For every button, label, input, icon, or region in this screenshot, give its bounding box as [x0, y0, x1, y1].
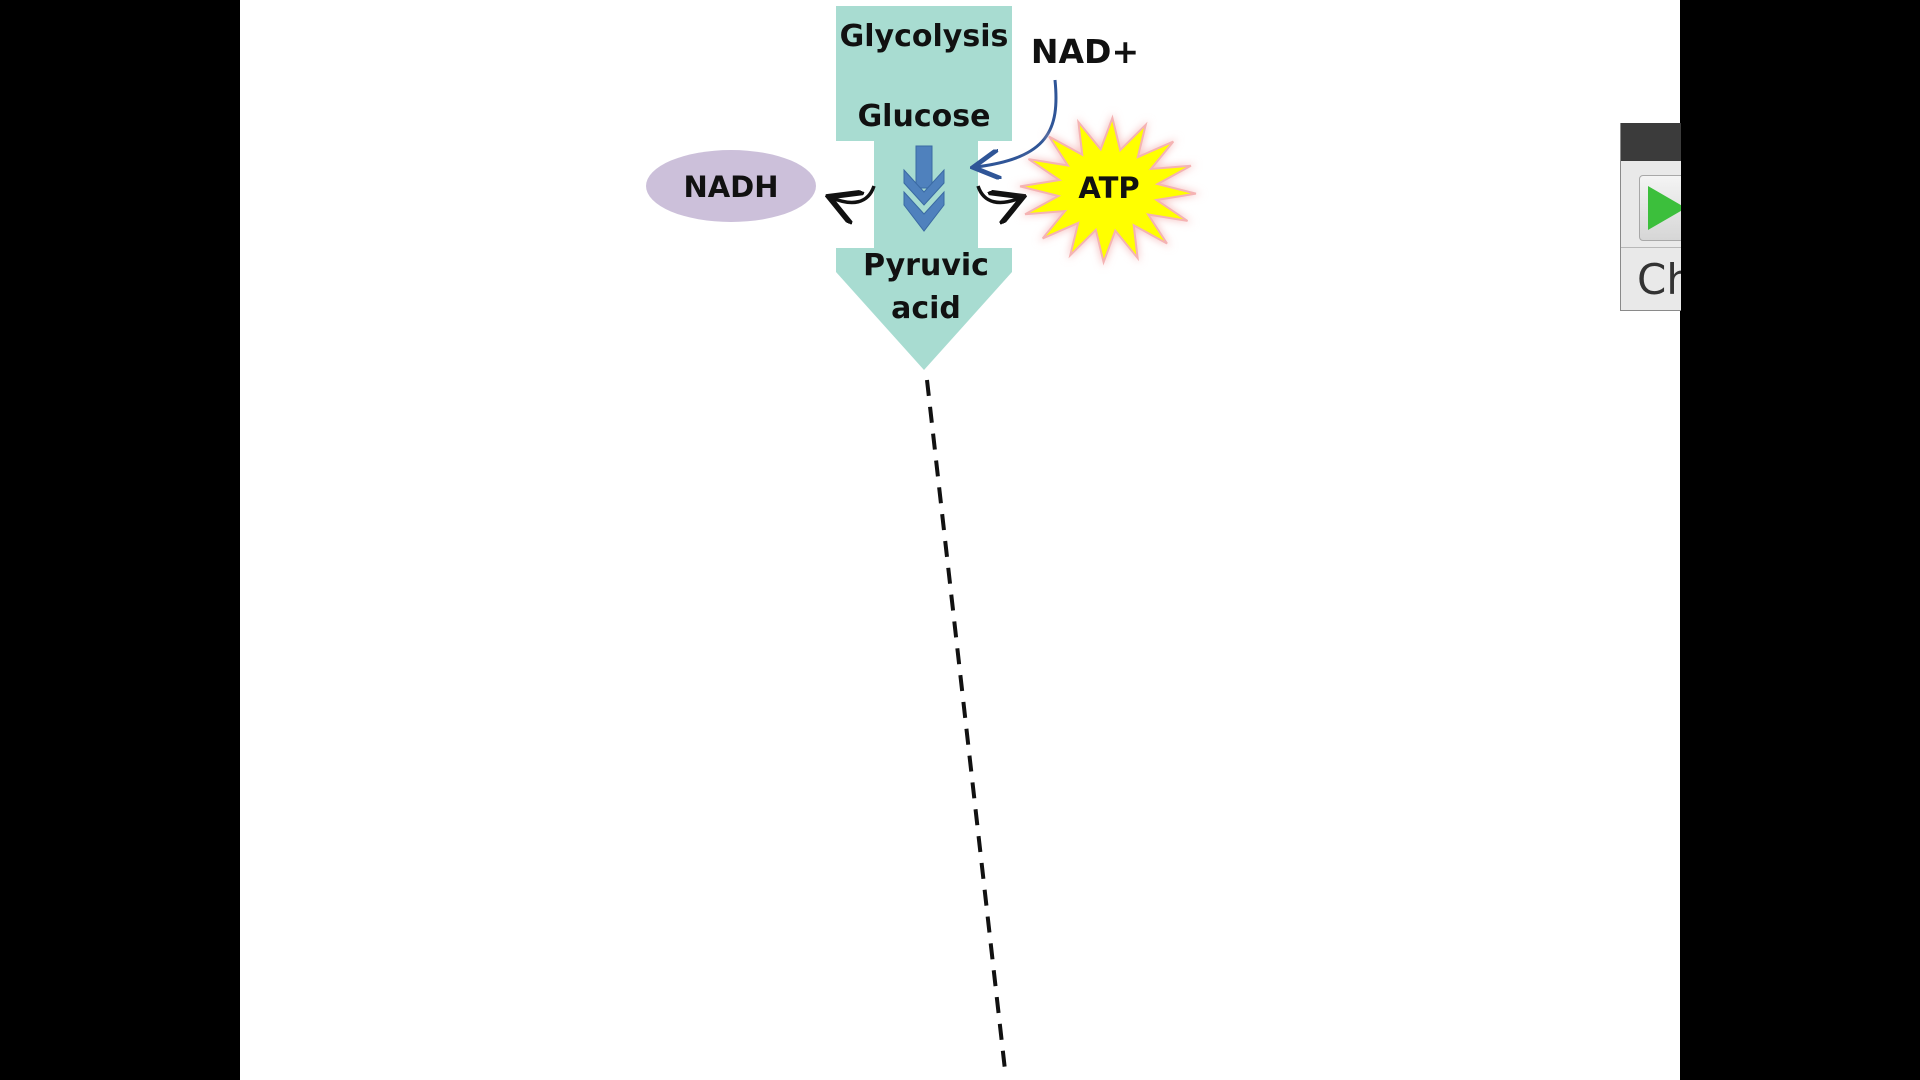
slide-canvas: Glycolysis Glucose Pyruvic acid NADH NAD…: [240, 0, 1680, 1080]
nadh-ellipse: [646, 150, 816, 222]
atp-starburst-icon: [1014, 113, 1202, 267]
pyruvic-acid-label-line2: acid: [891, 291, 961, 326]
nadh-label: NADH: [683, 170, 778, 204]
pyruvic-acid-label-line1: Pyruvic: [863, 248, 989, 283]
nad-plus-arrow: [976, 79, 1058, 167]
down-flow-arrow-icon: [903, 145, 945, 232]
side-panel-divider: [1621, 247, 1681, 248]
play-button[interactable]: [1639, 175, 1681, 241]
glucose-label: Glucose: [858, 99, 991, 134]
side-panel-label[interactable]: Ch: [1637, 255, 1681, 304]
play-icon: [1648, 186, 1681, 230]
arrow-to-atp: [976, 185, 1020, 202]
atp-label: ATP: [1078, 171, 1139, 205]
stage-title: Glycolysis: [840, 19, 1009, 54]
arrow-to-nadh: [832, 185, 876, 202]
glycolysis-diagram: Glycolysis Glucose Pyruvic acid NADH NAD…: [646, 6, 1202, 1071]
side-panel: Ch: [1620, 123, 1681, 311]
side-panel-titlebar: [1621, 123, 1681, 161]
nad-plus-label: NAD+: [1031, 32, 1139, 71]
dashed-continuation-line: [925, 379, 1007, 1071]
